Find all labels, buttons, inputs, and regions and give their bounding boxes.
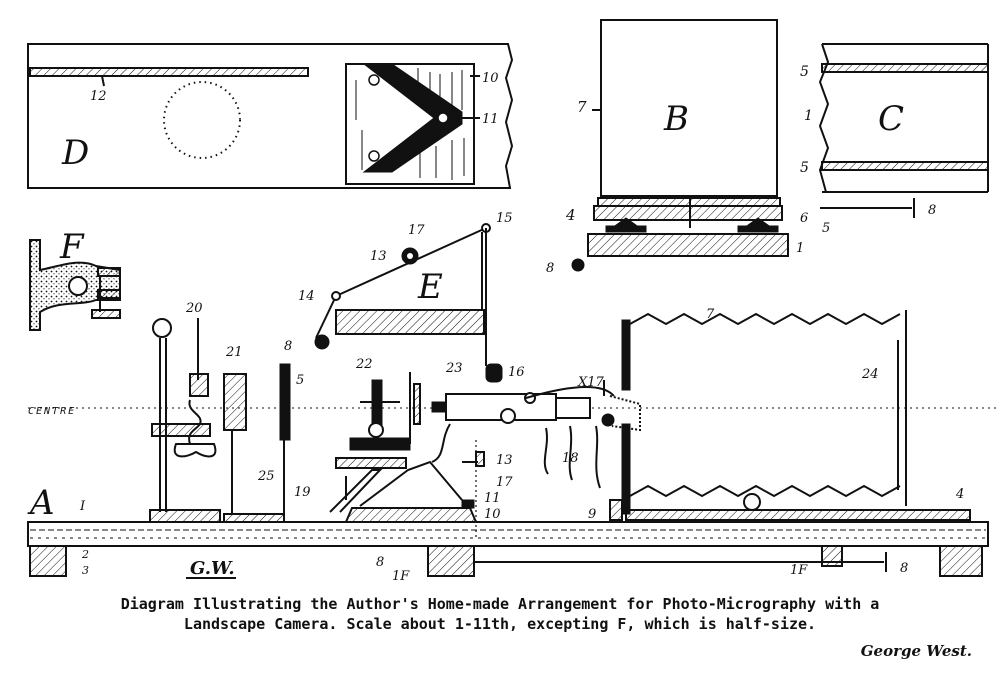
label-15: 15: [496, 211, 513, 226]
label-11-d: 11: [482, 112, 499, 127]
label-16: 16: [508, 365, 525, 380]
label-1f: 1F: [392, 569, 410, 584]
panel-label-c: C: [878, 99, 904, 139]
label-20: 20: [185, 301, 203, 316]
label-2: 2: [81, 548, 89, 561]
centre-label: CENTRE: [28, 406, 76, 417]
label-17-e: 17: [408, 223, 425, 238]
label-1f-b: 1F: [790, 563, 808, 578]
label-3: 3: [82, 564, 89, 577]
label-7: 7: [706, 307, 715, 322]
panel-d: [27, 43, 514, 189]
label-23: 23: [445, 361, 463, 376]
label-25: 25: [257, 469, 275, 484]
label-5-c: 5: [800, 64, 809, 80]
panel-c: [818, 43, 989, 218]
label-8-b: 8: [546, 261, 554, 276]
label-13: 13: [496, 453, 513, 468]
label-19: 19: [294, 485, 311, 500]
label-roman-i: I: [79, 499, 86, 514]
signature: George West.: [860, 642, 972, 660]
label-6: 6: [800, 211, 808, 226]
panel-label-e: E: [417, 267, 443, 307]
panel-label-f: F: [59, 227, 85, 267]
label-12: 12: [90, 89, 107, 104]
label-10-d: 10: [482, 71, 499, 86]
label-7-b: 7: [577, 98, 587, 116]
panel-e: [314, 223, 503, 383]
caption-line-2: Landscape Camera. Scale about 1-11th, ex…: [183, 615, 817, 633]
label-14: 14: [298, 289, 315, 304]
label-13-e: 13: [370, 249, 387, 264]
label-8-a: 8: [376, 555, 384, 570]
label-22: 22: [355, 357, 373, 372]
label-18: 18: [562, 451, 579, 466]
label-4-b: 4: [565, 206, 576, 224]
panel-label-d: D: [61, 133, 89, 173]
label-5-a: 5: [296, 373, 304, 388]
label-17: 17: [496, 475, 513, 490]
label-8-e: 8: [284, 339, 292, 354]
panel-b: [571, 19, 789, 272]
monogram: G.W.: [190, 558, 235, 579]
label-8-c: 8: [928, 203, 936, 218]
label-5-d: 5: [800, 160, 809, 176]
panel-a-baseboard: [27, 310, 1000, 579]
label-10: 10: [484, 507, 501, 522]
label-4: 4: [955, 487, 964, 502]
panel-f: [29, 239, 121, 331]
label-1-c: 1: [804, 108, 813, 124]
label-21: 21: [225, 345, 243, 360]
stage-plate: [345, 63, 475, 185]
caption-line-1: Diagram Illustrating the Author's Home-m…: [120, 595, 880, 613]
slide-strip-12: [29, 67, 309, 77]
label-11: 11: [484, 491, 501, 506]
dotted-circle: [163, 81, 241, 159]
panel-label-a: A: [27, 483, 55, 523]
label-24: 24: [861, 367, 879, 382]
panel-label-b: B: [663, 99, 689, 139]
label-1-b: 1: [796, 241, 804, 256]
label-x17: X17: [577, 375, 605, 390]
label-5-b: 5: [822, 221, 830, 236]
label-8-f: 8: [900, 561, 908, 576]
label-9: 9: [588, 507, 596, 522]
